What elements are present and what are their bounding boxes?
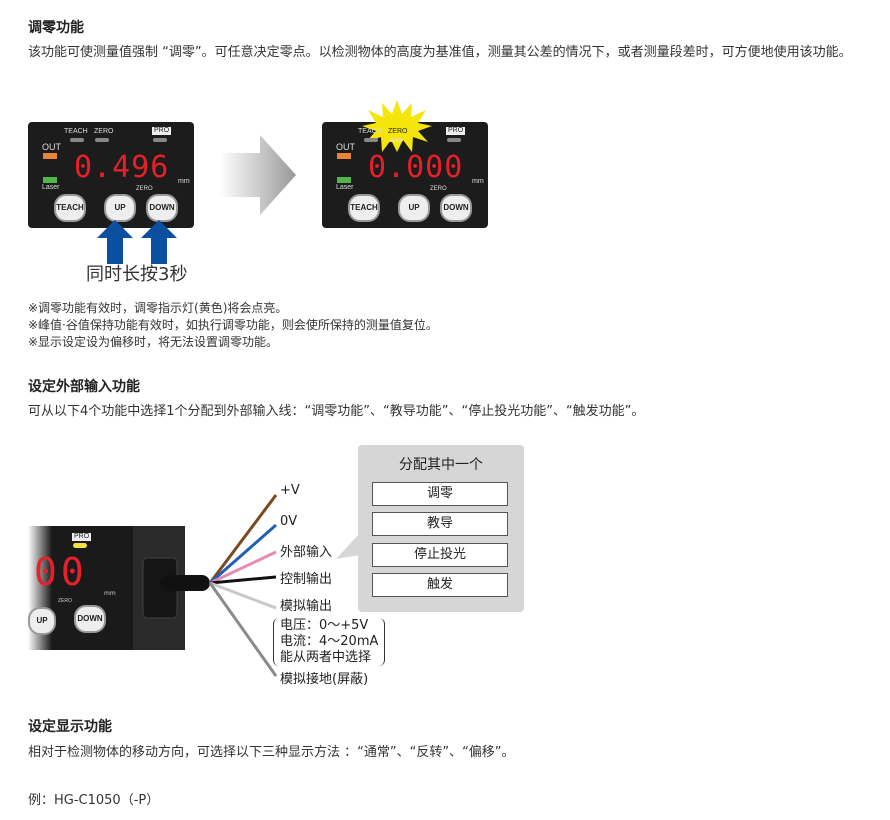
wire-blue (209, 523, 277, 585)
unit-label: mm (104, 590, 116, 597)
wire-label-plus-v: +V (280, 483, 300, 498)
out-label: OUT (336, 142, 355, 152)
down-button: DOWN (74, 605, 106, 633)
teach-label: TEACH (64, 128, 88, 135)
wire-label-ext-input: 外部输入 (280, 545, 333, 560)
option-zero: 调零 (372, 482, 508, 506)
callout-box: 分配其中一个 调零 教导 停止投光 触发 (336, 445, 524, 612)
wire-lightgray (209, 581, 277, 610)
pro-label: PRO (72, 533, 92, 541)
note-3: ※显示设定设为偏移时，将无法设置调零功能。 (28, 335, 279, 349)
zero-small-label: ZERO (58, 598, 72, 604)
unit-label: mm (178, 178, 190, 185)
wire-label-control-output: 控制输出 (280, 572, 333, 587)
wire-label-analog-output: 模拟输出 (280, 599, 333, 614)
up-button: UP (28, 607, 56, 635)
laser-label: Laser (336, 184, 354, 191)
flash-burst-icon (362, 100, 432, 152)
wire-black (209, 575, 277, 585)
option-trigger: 触发 (372, 573, 508, 597)
out-label: OUT (42, 142, 61, 152)
display-value: 0.496 (74, 150, 170, 185)
example-model: 例：HG-C1050（-P） (28, 793, 160, 808)
section-title-display: 设定显示功能 (28, 719, 112, 735)
teach-label: TEACH (358, 128, 382, 135)
pro-label: PRO (152, 127, 172, 135)
wire-label-analog-ground: 模拟接地(屏蔽) (280, 672, 369, 687)
press-arrows-icon (97, 220, 177, 264)
unit-label: mm (472, 178, 484, 185)
down-button: DOWN (440, 194, 472, 222)
section-text-input: 可从以下4个功能中选择1个分配到外部输入线：“调零功能”、“教导功能”、“停止投… (28, 404, 645, 419)
out-indicator (43, 153, 57, 159)
laser-indicator (337, 177, 351, 183)
zero-small-label: ZERO (136, 186, 153, 192)
section-title-zero: 调零功能 (28, 20, 84, 36)
laser-indicator (43, 177, 57, 183)
option-teach: 教导 (372, 512, 508, 536)
pro-indicator (73, 543, 87, 548)
display-value: 0.000 (368, 150, 464, 185)
wire-gray (208, 582, 278, 677)
sensor-panel-before: TEACH ZERO PRO OUT Laser 0.496 mm ZERO T… (28, 122, 194, 228)
up-button: UP (104, 194, 136, 222)
wire-brown (208, 494, 278, 584)
analog-note-select: 能从两者中选择 (280, 650, 372, 665)
zero-label: ZERO (388, 128, 408, 135)
section-text-display: 相对于检测物体的移动方向，可选择以下三种显示方法 ：“通常”、“反转”、“偏移”… (28, 745, 515, 760)
display-value: 00 (34, 550, 88, 594)
sensor-panel-after: TEACH ZERO PRO OUT Laser 0.000 mm ZERO T… (322, 100, 488, 228)
section-title-input: 设定外部输入功能 (28, 379, 140, 395)
zero-label: ZERO (94, 128, 114, 135)
zero-small-label: ZERO (430, 186, 447, 192)
analog-note-voltage: 电压：0～+5V (280, 618, 369, 633)
right-arrow-icon (220, 135, 296, 215)
teach-button: TEACH (348, 194, 380, 222)
laser-label: Laser (42, 184, 60, 191)
pro-label: PRO (446, 127, 466, 135)
out-indicator (337, 153, 351, 159)
wire-pink (209, 550, 277, 585)
callout-title: 分配其中一个 (399, 457, 483, 473)
down-button: DOWN (146, 194, 178, 222)
note-1: ※调零功能有效时，调零指示灯(黄色)将会点亮。 (28, 301, 288, 315)
wire-label-0v: 0V (280, 514, 298, 529)
teach-button: TEACH (54, 194, 86, 222)
up-button: UP (398, 194, 430, 222)
option-stop-emission: 停止投光 (372, 543, 508, 567)
note-2: ※峰值·谷值保持功能有效时，如执行调零功能，则会使所保持的测量值复位。 (28, 318, 438, 332)
section-text-zero: 该功能可使测量值强制 “调零”。可任意决定零点。以检测物体的高度为基准值，测量其… (28, 45, 852, 60)
analog-note-current: 电流：4～20mA (280, 634, 379, 649)
press-caption: 同时长按3秒 (86, 264, 188, 285)
